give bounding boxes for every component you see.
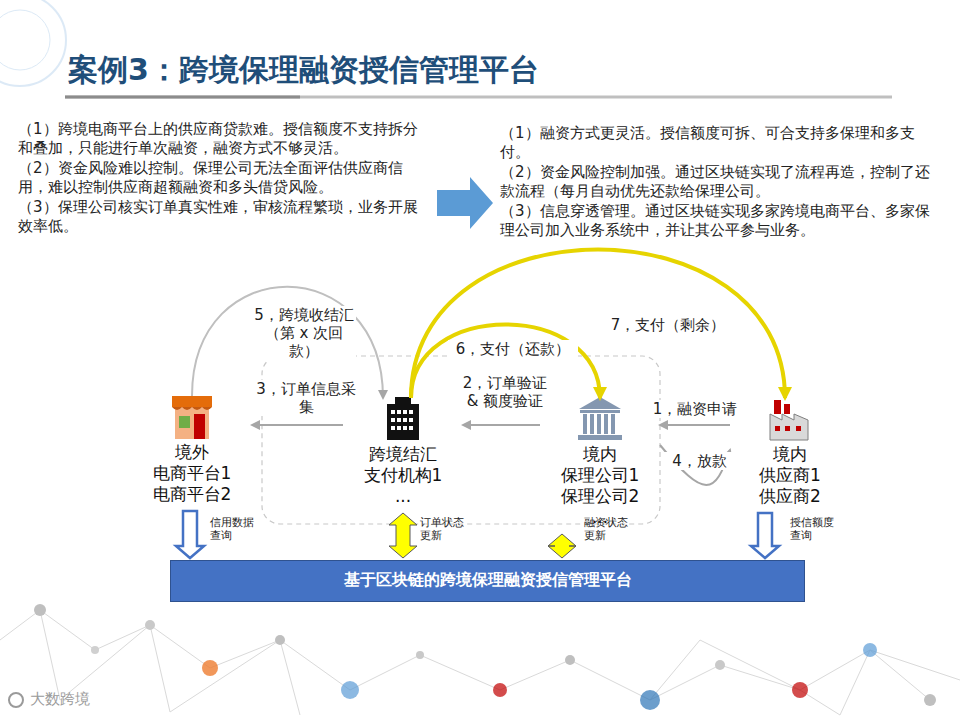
step-label: 5，跨境收结汇 （第 x 次回款） [252,306,356,360]
solution-column: （1）融资方式更灵活。授信额度可拆、可合支持多保理和多支付。（2）资金风险控制加… [500,124,940,241]
factory-icon [770,400,808,440]
entity-node: 境外电商平台1电商平台2 [132,390,252,508]
block-arrow [176,511,204,558]
sync-label: 订单状态更新 [420,516,472,542]
slide-title: 案例3：跨境保理融资授信管理平台 [68,50,539,91]
step-label: 7，支付（剩余） [608,316,728,334]
platform-band: 基于区块链的跨境保理融资授信管理平台 [170,560,805,602]
watermark-logo [9,693,23,707]
node-text: 电商平台2 [132,484,252,505]
band-text: 基于区块链的跨境保理融资授信管理平台 [344,569,632,590]
corner-decoration [0,0,66,86]
solution-text: （1）融资方式更灵活。授信额度可拆、可合支持多保理和多支付。 [500,124,940,162]
step-label: 4，放款 [662,452,737,470]
node-text: 电商平台1 [132,463,252,484]
node-text: 供应商2 [730,486,850,507]
watermark: 大数跨境 [30,690,90,709]
flow-arrow [252,424,343,426]
network-decoration [0,610,960,715]
node-text: 供应商1 [730,465,850,486]
problem-column: （1）跨境电商平台上的供应商贷款难。授信额度不支持拆分和叠加，只能进行单次融资，… [18,120,428,237]
node-text: 境内 [540,444,660,465]
node-text: 境外 [132,442,252,463]
node-text: 保理公司2 [540,486,660,507]
sync-label: 授信额度查询 [790,516,842,542]
block-arrow [389,513,417,558]
entity-node: 跨境结汇支付机构1... [343,392,463,510]
transition-arrow [437,177,493,229]
solution-text: （2）资金风险控制加强。通过区块链实现了流程再造，控制了还款流程（每月自动优先还… [500,163,940,201]
solution-text: （3）信息穿透管理。通过区块链实现多家跨境电商平台、多家保理公司加入业务系统中，… [500,202,940,240]
step-label: 1，融资申请 [650,400,740,418]
sync-label: 融资状态更新 [584,516,636,542]
node-text: ... [343,486,463,507]
node-text: 跨境结汇 [343,444,463,465]
sync-label: 信用数据查询 [210,516,262,542]
block-arrow [751,513,779,558]
problem-text: （3）保理公司核实订单真实性难，审核流程繁琐，业务开展效率低。 [18,198,428,236]
problem-text: （2）资金风险难以控制。保理公司无法全面评估供应商信用，难以控制供应商超额融资和… [18,159,428,197]
network-dots [34,604,936,710]
node-text: 保理公司1 [540,465,660,486]
flow-arrow [660,424,730,426]
entity-node: 境内供应商1供应商2 [730,392,850,510]
shop-icon [172,396,212,439]
step-label: 2，订单验证 & 额度验证 [455,374,555,410]
header-rule-accent [65,96,300,99]
node-text: 支付机构1 [343,465,463,486]
flow-arrow [463,424,540,426]
entity-node: 境内保理公司1保理公司2... [540,392,660,531]
header-rule [65,96,892,99]
block-arrow [548,534,576,558]
step-label: 3，订单信息采集 [252,380,360,416]
problem-text: （1）跨境电商平台上的供应商贷款难。授信额度不支持拆分和叠加，只能进行单次融资，… [18,120,428,158]
building-icon [387,397,419,440]
node-text: 境内 [730,444,850,465]
bank-icon [578,397,622,440]
step-label: 6，支付（还款） [448,340,578,358]
